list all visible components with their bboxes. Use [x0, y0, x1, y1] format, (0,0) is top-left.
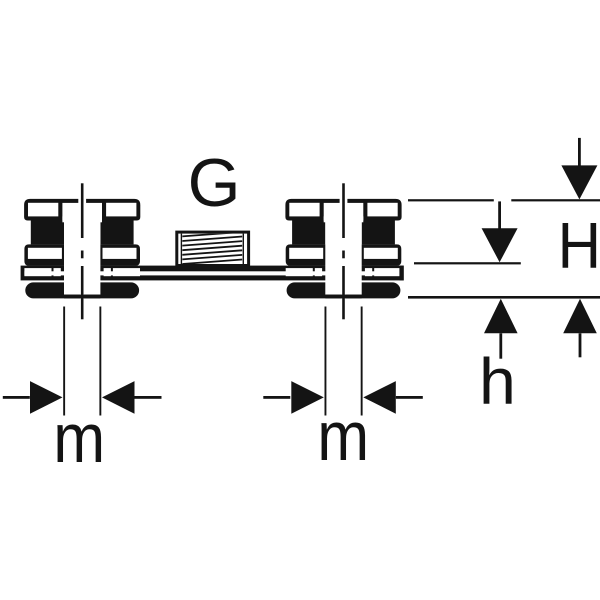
svg-text:m: m — [317, 398, 369, 476]
svg-text:G: G — [188, 145, 241, 221]
svg-text:h: h — [479, 345, 516, 417]
svg-text:H: H — [558, 209, 600, 282]
svg-text:m: m — [53, 400, 105, 478]
